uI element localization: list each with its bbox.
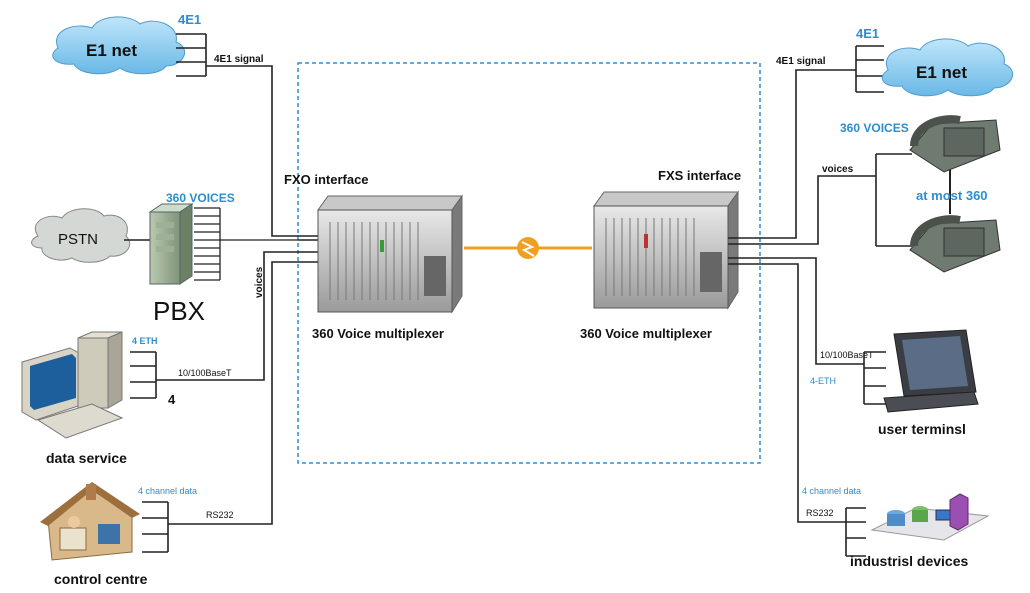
pstn-label: PSTN <box>58 231 98 248</box>
at-most-360-label: at most 360 <box>916 188 988 203</box>
data-service-label: data service <box>46 450 127 466</box>
system-boundary <box>297 62 761 464</box>
computer-icon <box>21 331 124 439</box>
link-connection <box>464 237 592 259</box>
eth-count-left: 4 ETH <box>132 336 158 346</box>
voice-multiplexer-left <box>317 194 463 314</box>
left-bus <box>298 235 318 263</box>
control-centre-label: control centre <box>54 571 148 587</box>
industrial-devices-label: industrisl devices <box>850 553 968 569</box>
phone-icon <box>909 115 1001 173</box>
fxs-interface-label: FXS interface <box>658 168 741 183</box>
control-centre-icon <box>40 482 140 561</box>
phone-lines <box>875 153 951 247</box>
industrial-devices-icon <box>870 493 990 541</box>
laptop-icon <box>883 329 979 413</box>
pbx-voice-lines <box>194 207 298 281</box>
voices-360-right: 360 VOICES <box>840 121 909 135</box>
pbx-label: PBX <box>153 296 205 326</box>
eth-num-left: 4 <box>168 392 176 407</box>
pstn-cloud <box>31 208 131 263</box>
e1-net-label-left: E1 net <box>86 41 137 60</box>
e1-count-right: 4E1 <box>856 26 879 41</box>
rs232-fork-left <box>142 261 298 553</box>
e1-signal-left: 4E1 signal <box>214 54 264 65</box>
pbx-icon <box>148 203 194 285</box>
base-t-right: 10/100BaseT <box>820 350 874 360</box>
voices-label-right: voices <box>822 164 854 175</box>
e1-fork-right <box>855 45 884 93</box>
rs232-right: RS232 <box>806 508 834 518</box>
e1-count-left: 4E1 <box>178 12 201 27</box>
mux-left-label: 360 Voice multiplexer <box>312 326 444 341</box>
eth-fork-right <box>863 351 886 405</box>
voices-label-left: voices <box>254 266 265 298</box>
fxo-interface-label: FXO interface <box>284 172 369 187</box>
mux-right-label: 360 Voice multiplexer <box>580 326 712 341</box>
rs232-left: RS232 <box>206 510 234 520</box>
rs232-fork-right <box>845 507 866 557</box>
phone-icon <box>909 215 1001 273</box>
voice-multiplexer-right <box>593 190 739 310</box>
base-t-left: 10/100BaseT <box>178 368 232 378</box>
eth-count-right: 4-ETH <box>810 376 836 386</box>
channel-data-left: 4 channel data <box>138 486 197 496</box>
e1-signal-right: 4E1 signal <box>776 56 826 67</box>
voices-360-left: 360 VOICES <box>166 191 235 205</box>
right-bus <box>728 69 876 523</box>
eth-fork-left <box>130 251 298 399</box>
user-terminal-label: user terminsl <box>878 421 966 437</box>
channel-data-right: 4 channel data <box>802 486 861 496</box>
e1-net-cloud-right <box>881 38 1014 97</box>
e1-net-label-right: E1 net <box>916 63 967 82</box>
e1-fork-left <box>176 33 298 237</box>
e1-net-cloud-left <box>52 16 186 75</box>
